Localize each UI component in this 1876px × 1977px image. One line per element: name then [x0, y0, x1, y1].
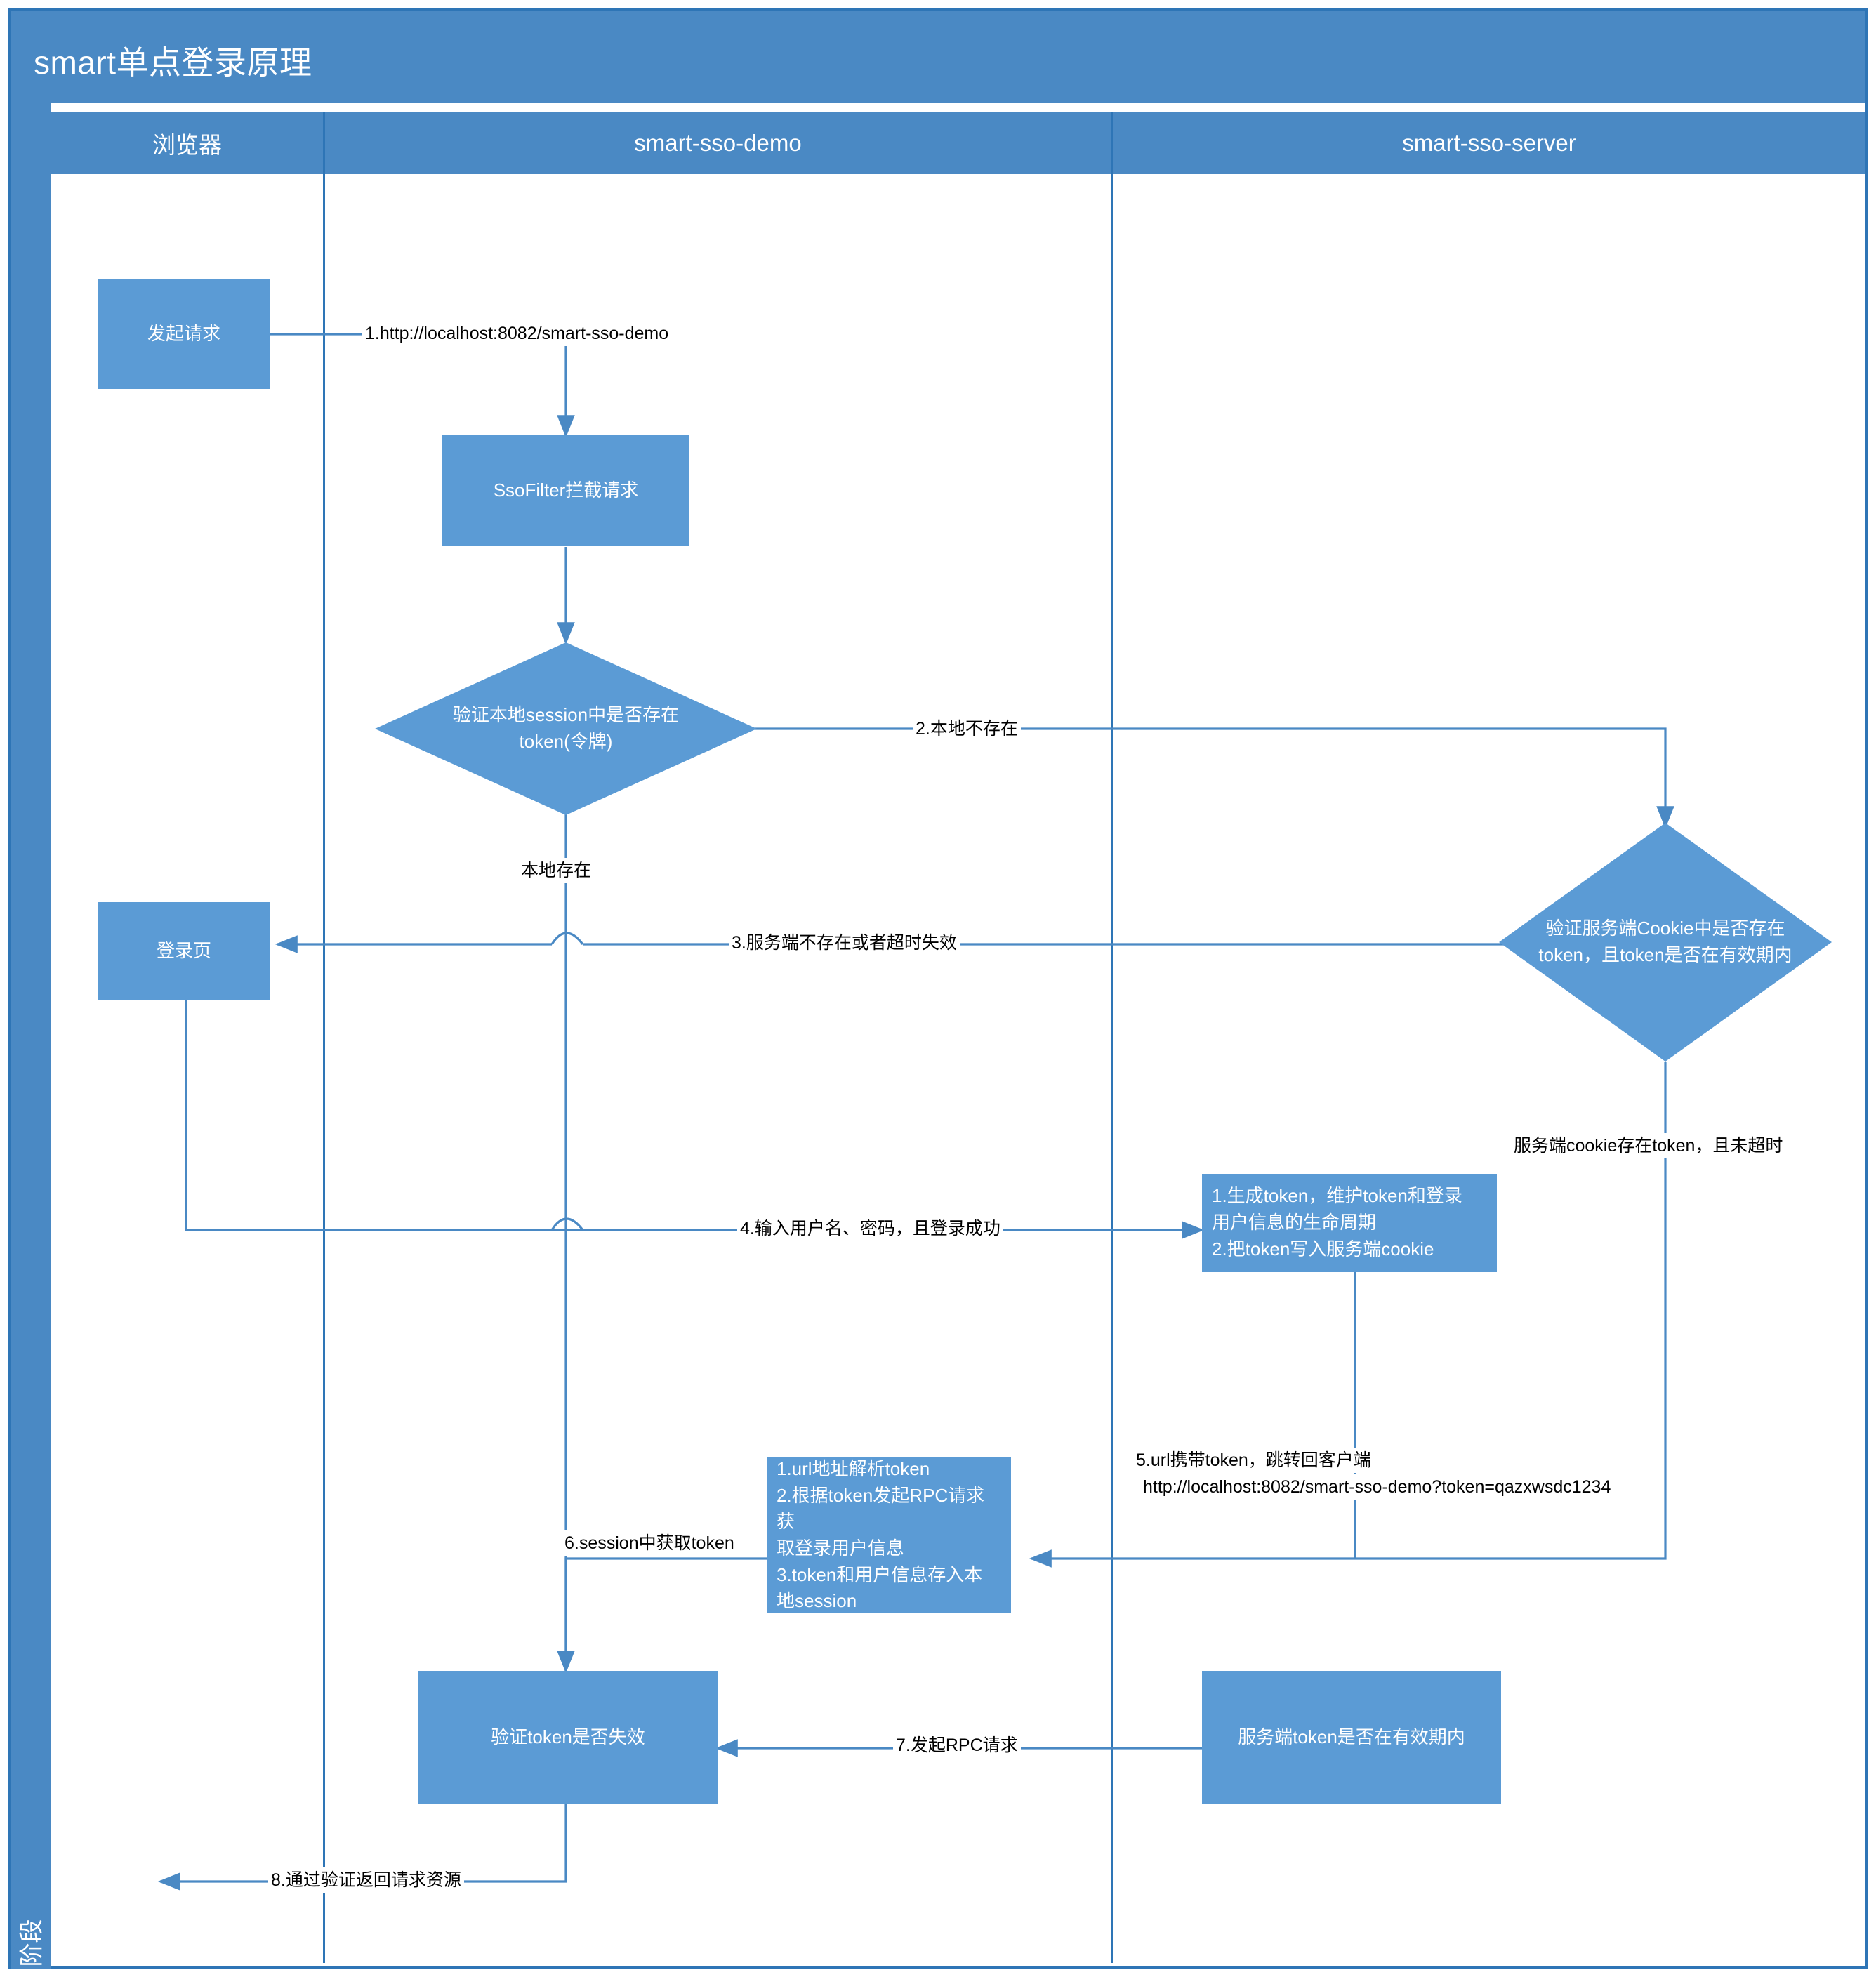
lane-header-browser: 浏览器 — [51, 112, 325, 174]
node-verify-token[interactable]: 验证token是否失效 — [418, 1671, 718, 1804]
edge-label-6: 6.session中获取token — [562, 1530, 737, 1556]
edge-label-local-exists: 本地存在 — [518, 858, 595, 884]
node-parse-token-label: 1.url地址解析token 2.根据token发起RPC请求获 取登录用户信息… — [777, 1457, 985, 1612]
node-sso-filter-label: SsoFilter拦截请求 — [493, 480, 639, 501]
phase-label: 阶段 — [18, 1919, 46, 1967]
edge-label-cookie-exists: 服务端cookie存在token，且未超时 — [1511, 1133, 1786, 1159]
edge-label-2: 2.本地不存在 — [913, 716, 1021, 742]
lane-header-demo-label: smart-sso-demo — [634, 130, 802, 156]
edge-label-7: 7.发起RPC请求 — [893, 1733, 1021, 1759]
node-verify-cookie[interactable]: 验证服务端Cookie中是否存在 token，且token是否在有效期内 — [1499, 823, 1832, 1062]
node-request-label: 发起请求 — [147, 323, 220, 345]
node-login-page[interactable]: 登录页 — [98, 902, 270, 1000]
edge-label-5-line1: 5.url携带token，跳转回客户端 — [1133, 1448, 1374, 1474]
node-verify-session[interactable]: 验证本地session中是否存在 token(令牌) — [375, 642, 757, 815]
node-login-page-label: 登录页 — [156, 940, 211, 962]
node-parse-token[interactable]: 1.url地址解析token 2.根据token发起RPC请求获 取登录用户信息… — [767, 1457, 1011, 1613]
node-request[interactable]: 发起请求 — [98, 279, 270, 389]
page-title: smart单点登录原理 — [34, 44, 312, 81]
lane-header-server: smart-sso-server — [1113, 112, 1865, 174]
node-verify-token-label: 验证token是否失效 — [491, 1726, 645, 1748]
phase-strip: 阶段 — [11, 103, 51, 1969]
edge-label-1: 1.http://localhost:8082/smart-sso-demo — [362, 321, 672, 347]
node-generate-token[interactable]: 1.生成token，维护token和登录 用户信息的生命周期 2.把token写… — [1202, 1174, 1497, 1272]
edge-label-5-line2: http://localhost:8082/smart-sso-demo?tok… — [1140, 1474, 1614, 1500]
edge-label-8: 8.通过验证返回请求资源 — [268, 1867, 464, 1893]
node-server-token-valid-label: 服务端token是否在有效期内 — [1238, 1726, 1465, 1748]
node-generate-token-label: 1.生成token，维护token和登录 用户信息的生命周期 2.把token写… — [1212, 1185, 1462, 1259]
node-server-token-valid[interactable]: 服务端token是否在有效期内 — [1202, 1671, 1501, 1804]
lane-header-server-label: smart-sso-server — [1402, 130, 1576, 156]
node-sso-filter[interactable]: SsoFilter拦截请求 — [442, 435, 689, 546]
lane-body-browser — [51, 174, 325, 1963]
lane-header-browser-label: 浏览器 — [152, 132, 222, 158]
title-bar: smart单点登录原理 — [11, 11, 1865, 103]
lane-header-demo: smart-sso-demo — [325, 112, 1113, 174]
edge-label-3: 3.服务端不存在或者超时失效 — [729, 930, 960, 956]
diagram-frame — [8, 8, 1868, 1969]
edge-label-4: 4.输入用户名、密码，且登录成功 — [737, 1216, 1003, 1242]
